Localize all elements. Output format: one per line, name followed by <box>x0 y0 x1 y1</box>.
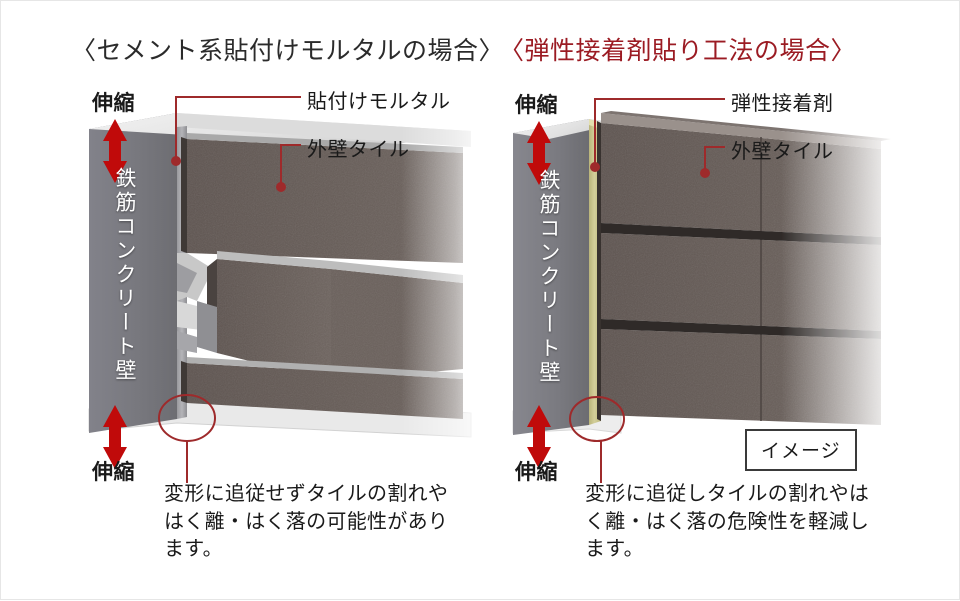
right-callout-label-adhesive: 弾性接着剤 <box>731 93 834 115</box>
right-panel-title: 〈弾性接着剤貼り工法の場合〉 <box>499 38 857 65</box>
right-wall-assembly <box>512 101 901 446</box>
left-callout-dot-mortar <box>171 156 181 166</box>
right-callout-dot-adhesive <box>590 162 600 172</box>
right-stretch-arrow-top <box>527 121 551 185</box>
left-callout-label-tile: 外壁タイル <box>307 139 410 161</box>
left-stretch-label-top: 伸縮 <box>92 92 135 115</box>
right-caption: 変形に追従しタイルの割れやはく離・はく落の危険性を軽減します。 <box>585 483 870 561</box>
left-caption: 変形に追従せずタイルの割れやはく離・はく落の可能性があります。 <box>164 483 449 561</box>
right-stretch-label-top: 伸縮 <box>515 94 558 117</box>
right-callout-dot-tile <box>700 168 710 178</box>
left-callout-dot-tile <box>276 182 286 192</box>
right-stretch-arrow-bottom <box>527 405 551 469</box>
image-disclaimer-badge: イメージ <box>745 429 857 471</box>
left-panel-title: 〈セメント系貼付けモルタルの場合〉 <box>71 38 505 65</box>
left-callout-leaders <box>175 96 301 187</box>
left-stretch-arrow-bottom <box>103 405 127 469</box>
right-callout-leaders <box>594 98 725 173</box>
left-wall-assembly <box>88 101 491 446</box>
left-wall-label: 鉄筋コンクリート壁 <box>113 167 136 383</box>
right-detail-circle <box>569 396 625 442</box>
right-callout-label-tile: 外壁タイル <box>731 141 834 163</box>
left-stretch-arrow-top <box>103 119 127 183</box>
left-stretch-label-bottom: 伸縮 <box>92 461 135 484</box>
right-wall-label: 鉄筋コンクリート壁 <box>537 169 560 385</box>
right-stretch-label-bottom: 伸縮 <box>515 461 558 484</box>
left-callout-label-mortar: 貼付けモルタル <box>307 91 451 113</box>
